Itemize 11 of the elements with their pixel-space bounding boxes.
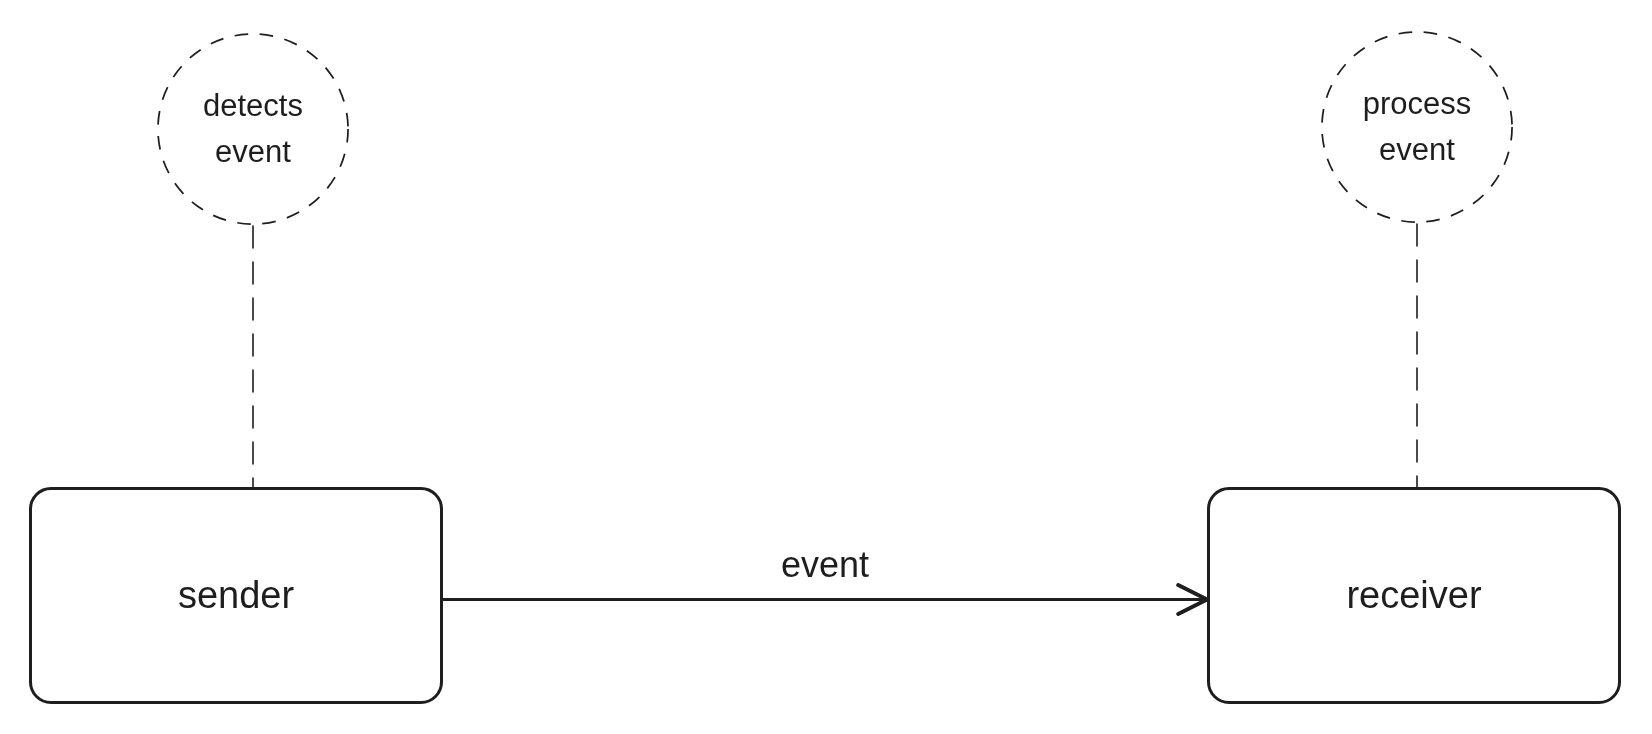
arrow: [441, 583, 1209, 616]
node-label: process event: [1361, 84, 1473, 169]
dashed-circle: [1320, 30, 1514, 224]
node-label: receiver: [1346, 573, 1482, 618]
node-label: sender: [177, 573, 295, 618]
connector-line: [252, 225, 254, 488]
process-box: [29, 487, 443, 704]
process-box: [1207, 487, 1621, 704]
dashed-circle: [156, 32, 350, 226]
node-label: detects event: [202, 86, 304, 171]
connector-line: [1416, 223, 1418, 488]
